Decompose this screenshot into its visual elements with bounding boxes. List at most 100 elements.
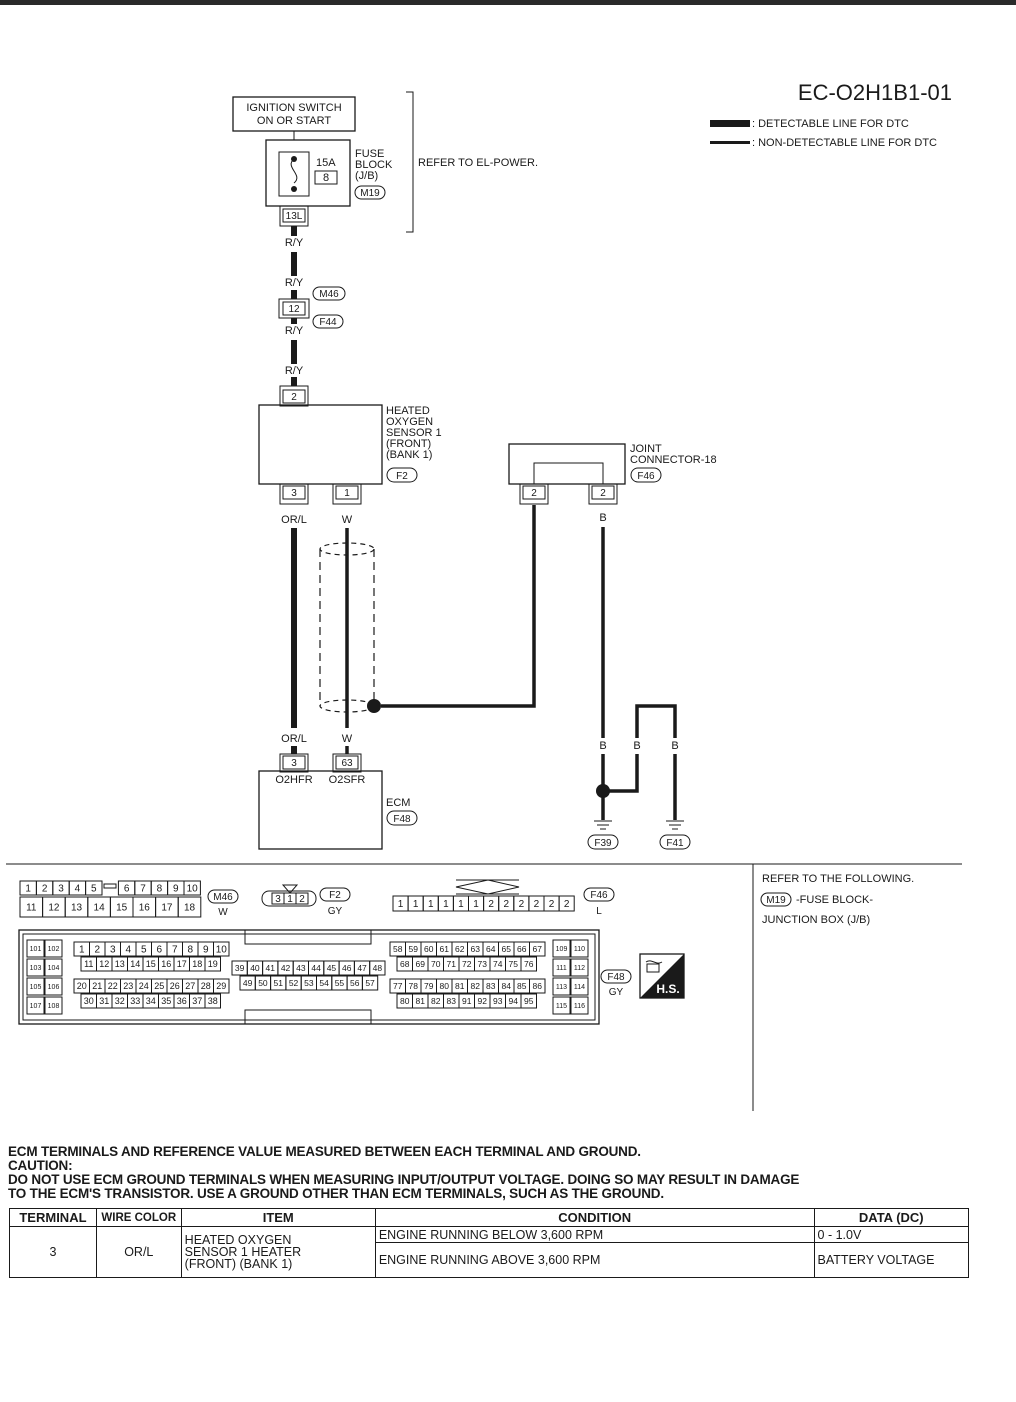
wire-color-orl-top: OR/L — [281, 514, 307, 526]
joint-connector-18: JOINT CONNECTOR-18 F46 2 2 — [508, 443, 717, 505]
f48-right-row-b-3-label: 71 — [447, 959, 457, 969]
legend-thick-line — [710, 120, 750, 127]
item-line-1: HEATED OXYGEN — [184, 1233, 292, 1247]
f48-row-a-1-label: 2 — [94, 945, 100, 956]
sensor-label-2: OXYGEN — [386, 416, 433, 428]
ground-f41: F41 — [666, 838, 684, 849]
f48-left-a-2-label: 105 — [30, 984, 42, 991]
cell-wire-color: OR/L — [95, 1226, 182, 1278]
f48-right-b-1 — [570, 958, 589, 977]
wiring-diagram: EC-O2H1B1-01 : DETECTABLE LINE FOR DTC :… — [6, 80, 962, 1111]
ecm-notes: ECM TERMINALS AND REFERENCE VALUE MEASUR… — [8, 1145, 968, 1201]
f48-mid-b-0-label: 49 — [243, 978, 253, 988]
f48-left-a-1 — [26, 958, 45, 977]
wire-color-orl-bottom: OR/L — [281, 733, 307, 745]
ignition-line1: IGNITION SWITCH — [246, 102, 341, 114]
m46-pin-r2-1-label: 12 — [48, 903, 60, 914]
joint-terminal-left: 2 — [531, 488, 537, 499]
f48-row-d-8-label: 38 — [208, 996, 218, 1006]
f48-row-d-5-label: 35 — [161, 996, 171, 1006]
m46-pin-r2-6-label: 17 — [161, 903, 173, 914]
joint-label-1: JOINT — [630, 443, 662, 455]
m46-pin-r1-10-label: 10 — [187, 884, 199, 895]
f48-row-a-4-label: 5 — [141, 945, 147, 956]
ecm-pin-right: O2SFR — [329, 774, 366, 786]
connector-plug-icon — [645, 960, 663, 964]
joint-connector-id: F46 — [637, 471, 655, 482]
wire-color-ry-4: R/Y — [285, 365, 304, 377]
f48-left-b-0 — [44, 939, 63, 958]
ground-f39: F39 — [594, 838, 612, 849]
fuse-label-2: BLOCK — [355, 159, 393, 171]
f48-right-row-a-2-label: 60 — [424, 944, 434, 954]
m46-pin-r2-7 — [177, 896, 202, 918]
f48-right-row-b-2-label: 70 — [431, 959, 441, 969]
ecm: 3 63 O2HFR O2SFR ECM F48 — [258, 753, 418, 850]
ground-branch-wire — [635, 704, 677, 738]
f46-pin-1-label: 1 — [413, 899, 419, 910]
legend: : DETECTABLE LINE FOR DTC : NON-DETECTAB… — [710, 118, 937, 149]
refer-following-line1: -FUSE BLOCK- — [796, 894, 873, 906]
f2-pin-2 — [295, 892, 309, 905]
f48-mid-b-5-label: 54 — [319, 978, 329, 988]
f48-right-a-1 — [552, 958, 571, 977]
f48-mid-a-4-label: 43 — [296, 963, 306, 973]
f48-right-row-b-1-label: 69 — [416, 959, 426, 969]
f48-left-b-2-label: 106 — [48, 984, 60, 991]
wire-color-ry-2: R/Y — [285, 277, 304, 289]
f48-row-b-3-label: 14 — [130, 959, 140, 969]
f2-pin-0-label: 3 — [275, 894, 281, 905]
f48-mid-a-2-label: 41 — [266, 963, 276, 973]
f48-right-row-b-6-label: 74 — [493, 959, 503, 969]
m46-pin-r2-7-label: 18 — [184, 903, 196, 914]
m46-pin-r2-2-label: 13 — [71, 903, 83, 914]
f48-row-a-5-label: 6 — [156, 945, 162, 956]
header-item: ITEM — [180, 1208, 376, 1227]
header-terminal: TERMINAL — [9, 1208, 97, 1227]
refer-power: REFER TO EL-POWER. — [418, 157, 538, 169]
f48-right-row-c-4-label: 81 — [455, 981, 465, 991]
f48-right-row-c-1-label: 78 — [409, 981, 419, 991]
f48-right-b-0-label: 110 — [574, 946, 585, 953]
f48-right-row-d-2-label: 82 — [431, 996, 441, 1006]
f48-row-c-3-label: 23 — [123, 981, 133, 991]
ignition-switch: IGNITION SWITCH ON OR START — [232, 96, 356, 132]
fuse-label-1: FUSE — [355, 148, 384, 160]
heated-oxygen-sensor: 2 HEATED OXYGEN SENSOR 1 (FRONT) (BANK 1… — [258, 385, 442, 505]
f48-left-b-1-label: 104 — [48, 965, 60, 972]
f48-right-row-b-8-label: 76 — [524, 959, 534, 969]
f48-row-b-7-label: 18 — [192, 959, 202, 969]
f48-mid-a-1-label: 40 — [250, 963, 260, 973]
f48-right-a-3 — [552, 996, 571, 1015]
f48-right-b-2-label: 114 — [574, 984, 585, 991]
f48-mid-b-8-label: 57 — [365, 978, 375, 988]
m46-pin-r2-0-label: 11 — [26, 903, 37, 914]
cell-condition-1: ENGINE RUNNING BELOW 3,600 RPM — [374, 1226, 815, 1243]
f48-mid-a-9-label: 48 — [373, 963, 383, 973]
f48-mid-a-0-label: 39 — [235, 963, 245, 973]
sensor-label-3: SENSOR 1 — [386, 427, 442, 439]
f46-pin-11-label: 2 — [564, 899, 570, 910]
f48-right-b-1-label: 112 — [574, 965, 585, 972]
ground-icon-f39 — [594, 820, 612, 830]
f48-right-a-2 — [552, 977, 571, 996]
f48-left-a-0-label: 101 — [30, 946, 42, 953]
f48-right-row-d-8-label: 95 — [524, 996, 534, 1006]
legend-detectable: : DETECTABLE LINE FOR DTC — [752, 118, 909, 130]
f48-mid-a-3-label: 42 — [281, 963, 291, 973]
fuse-connector: M19 — [360, 188, 380, 199]
f48-mid-b-6-label: 55 — [335, 978, 345, 988]
f48-right-row-d-1-label: 81 — [416, 996, 426, 1006]
f48-row-c-7-label: 27 — [185, 981, 195, 991]
joint-lower-connector: F44 — [319, 317, 337, 328]
wire-color-b-2: B — [633, 740, 640, 752]
f48-row-c-4-label: 24 — [139, 981, 149, 991]
wire-color-w-bottom: W — [342, 733, 353, 745]
ecm-pin-left: O2HFR — [275, 774, 312, 786]
legend-thin-line — [710, 141, 750, 144]
f48-row-a-6-label: 7 — [172, 945, 178, 956]
table-header-row: TERMINAL WIRE COLOR ITEM CONDITION DATA … — [9, 1208, 970, 1227]
f46-pin-0-label: 1 — [398, 899, 404, 910]
f46-color: L — [596, 906, 602, 917]
